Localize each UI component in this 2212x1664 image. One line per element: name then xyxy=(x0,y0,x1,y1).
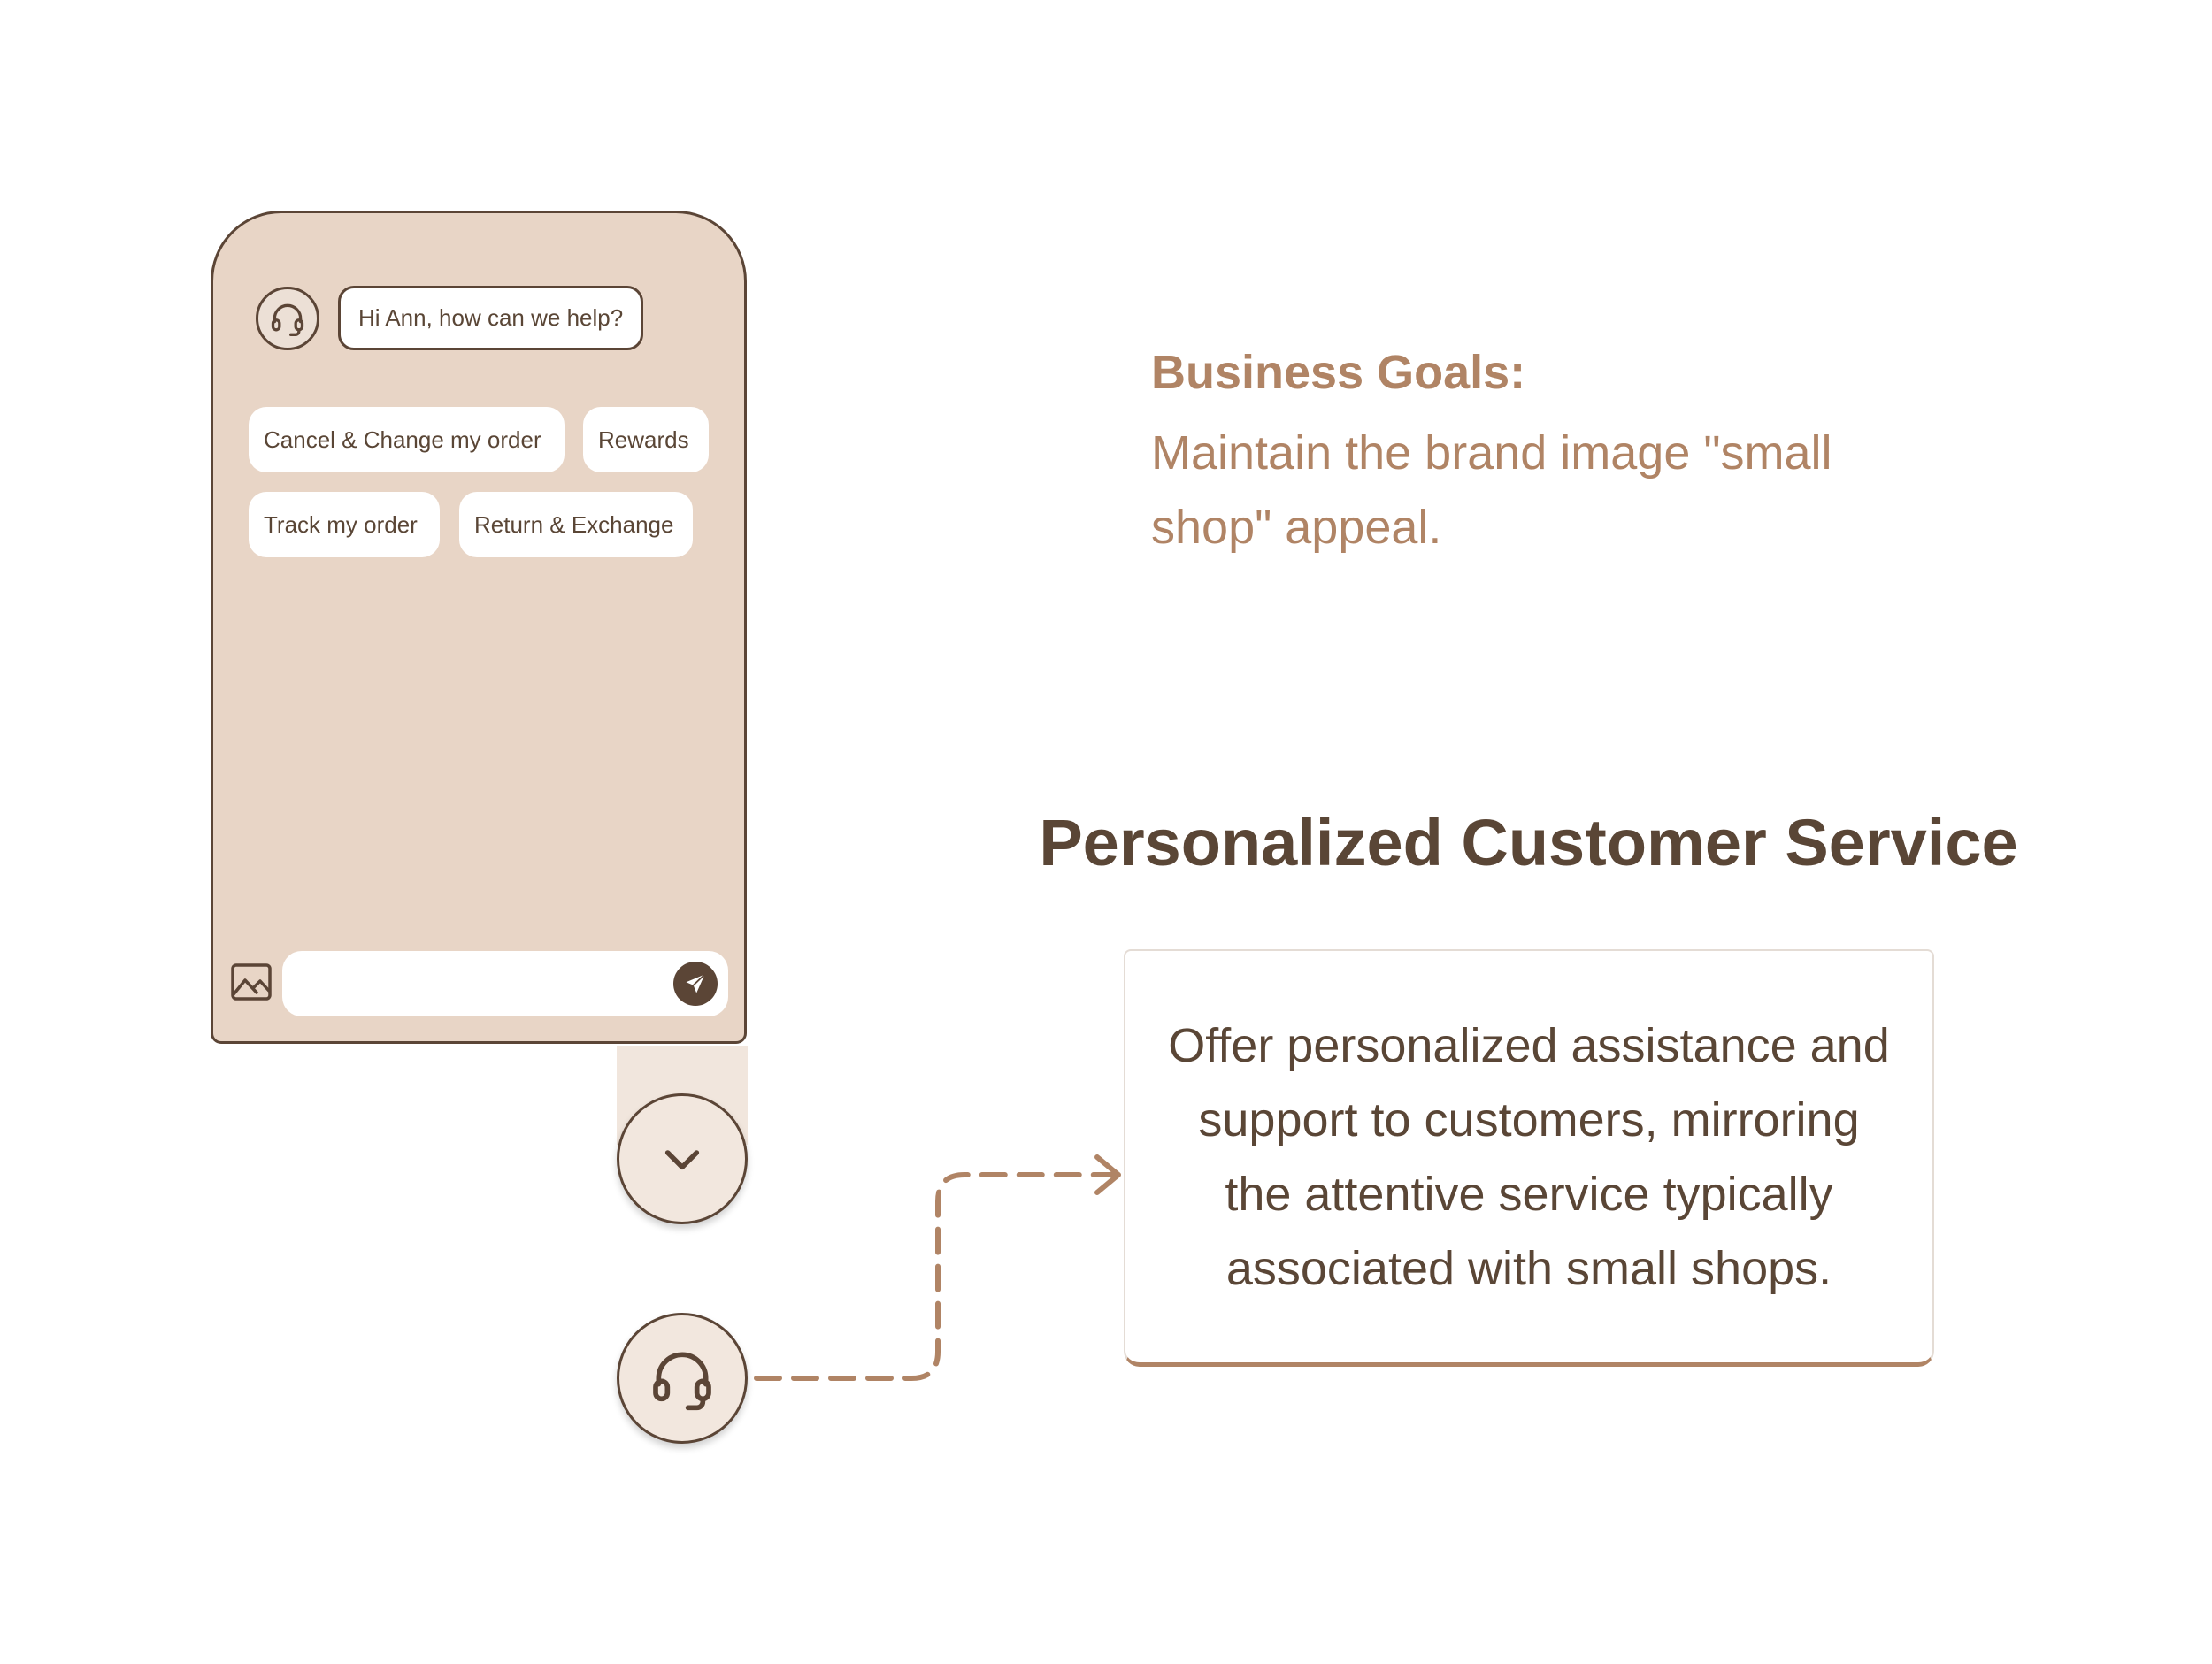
image-icon xyxy=(231,963,272,1001)
message-input[interactable] xyxy=(282,951,728,1016)
feature-title: Personalized Customer Service xyxy=(1039,806,2018,879)
headset-icon xyxy=(653,1352,711,1411)
chevron-down-icon xyxy=(664,1150,700,1170)
dashed-arrow-icon xyxy=(754,1154,1121,1381)
quick-reply-return-exchange[interactable]: Return & Exchange xyxy=(459,492,693,557)
greeting-message: Hi Ann, how can we help? xyxy=(338,286,644,350)
quick-reply-cancel-change-order[interactable]: Cancel & Change my order xyxy=(249,407,565,472)
chat-launcher-button[interactable] xyxy=(617,1313,748,1444)
quick-reply-rewards[interactable]: Rewards xyxy=(583,407,709,472)
collapse-chat-button[interactable] xyxy=(617,1093,748,1224)
business-goals-label: Business Goals: xyxy=(1151,346,1526,399)
business-goals-text: Maintain the brand image "small shop" ap… xyxy=(1151,426,1832,554)
send-button[interactable] xyxy=(673,962,718,1006)
feature-description: Offer personalized assistance and suppor… xyxy=(1168,1018,1890,1295)
image-upload-button[interactable] xyxy=(230,962,273,1001)
headset-icon xyxy=(271,303,304,336)
paper-plane-icon xyxy=(686,973,706,993)
agent-avatar xyxy=(256,287,319,350)
feature-card: Offer personalized assistance and suppor… xyxy=(1124,949,1934,1367)
quick-reply-track-order[interactable]: Track my order xyxy=(249,492,440,557)
